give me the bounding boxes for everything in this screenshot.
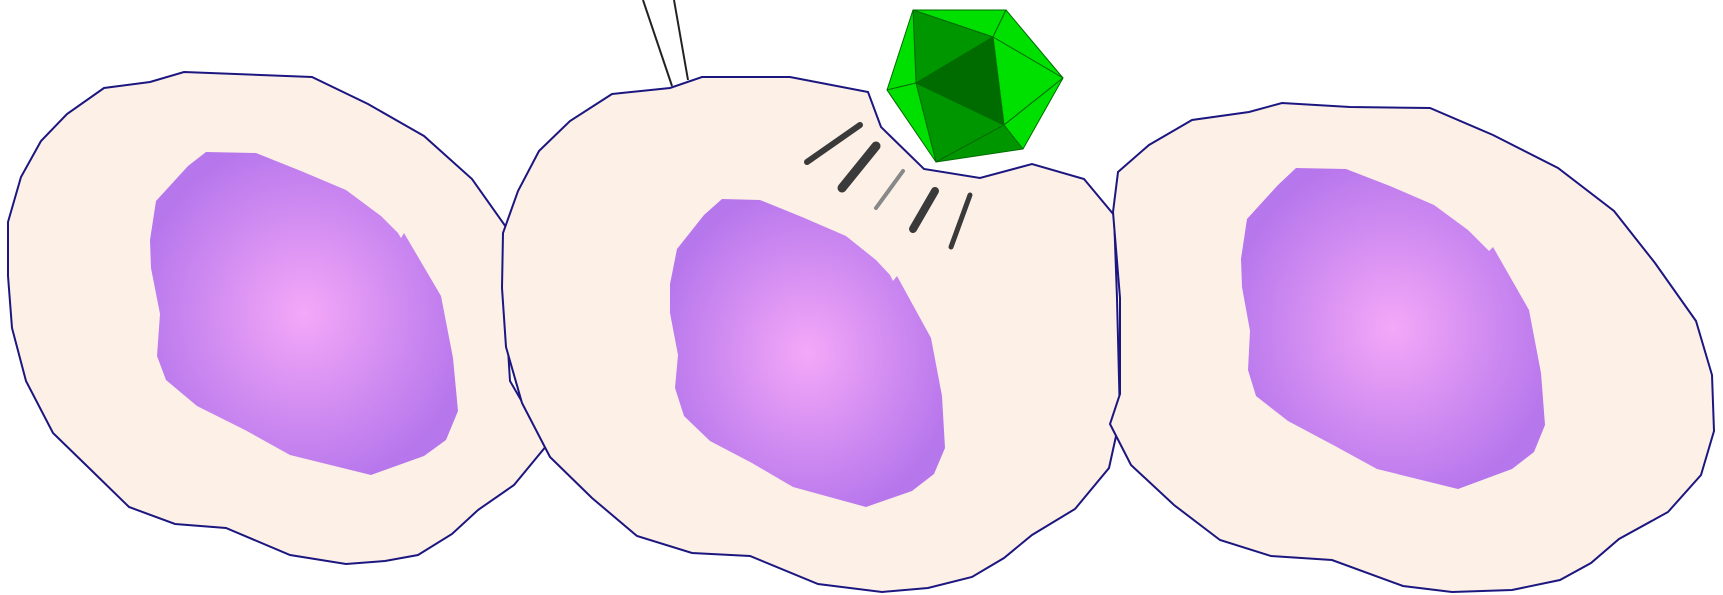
virus-particle	[887, 10, 1063, 162]
filament-line	[674, 0, 688, 80]
virus-facet	[887, 10, 916, 90]
cell-right	[1110, 103, 1714, 592]
filament-line	[643, 0, 672, 86]
cell-left	[8, 72, 547, 564]
cell-center	[502, 77, 1120, 592]
filament	[643, 0, 688, 86]
